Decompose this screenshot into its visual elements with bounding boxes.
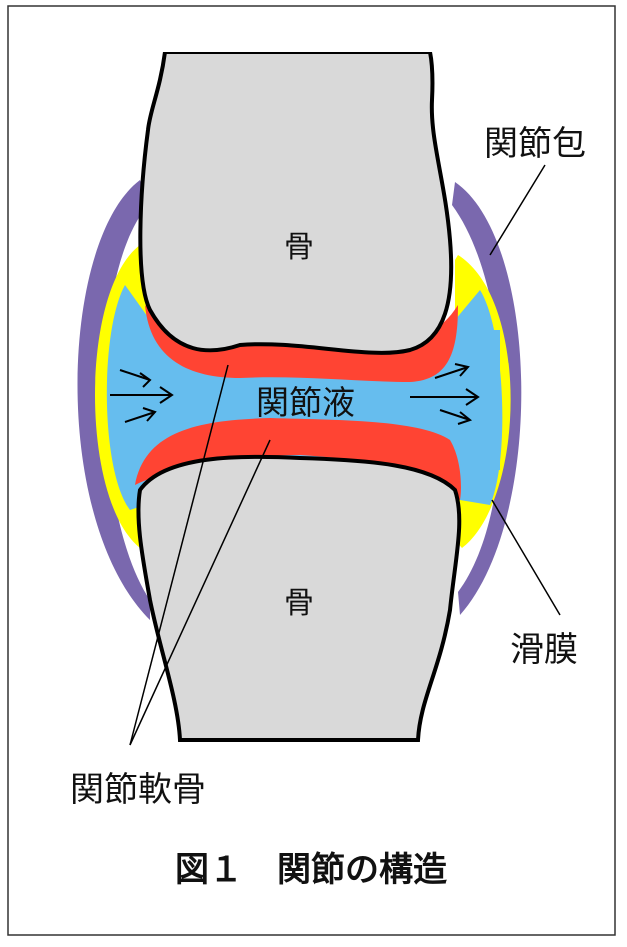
joint-capsule	[77, 180, 522, 620]
label-bone-bottom: 骨	[284, 586, 314, 621]
bone-top	[138, 50, 454, 355]
label-synovial-membrane: 滑膜	[510, 630, 578, 670]
bone-bottom	[136, 454, 462, 742]
figure-caption: 図１ 関節の構造	[175, 850, 447, 890]
label-bone-top: 骨	[284, 230, 314, 265]
leader-lines	[129, 164, 561, 746]
synovial-membrane	[95, 245, 511, 548]
label-articular-cartilage: 関節軟骨	[70, 770, 206, 810]
frame	[7, 5, 616, 936]
cartilage-top	[145, 305, 458, 382]
cartilage-bottom	[135, 418, 461, 500]
flow-arrows	[110, 363, 480, 425]
label-synovial-fluid: 関節液	[256, 383, 355, 422]
label-joint-capsule: 関節包	[484, 124, 586, 164]
